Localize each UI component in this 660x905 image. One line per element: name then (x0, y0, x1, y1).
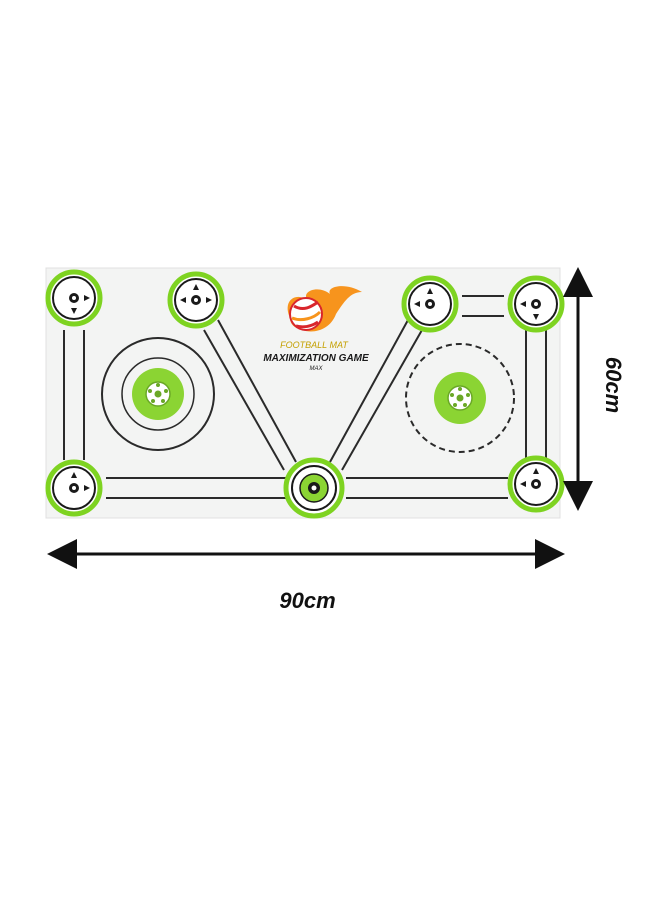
station-bottom-left (45, 459, 103, 517)
logo-subtitle-text: MAX (309, 366, 323, 372)
right-target-ball-icon (447, 385, 473, 411)
station-bottom-center (283, 457, 345, 519)
station-top-center-left (167, 271, 225, 329)
height-dimension-label: 60cm (601, 356, 626, 414)
logo-title-text: MAXIMIZATION GAME (263, 353, 369, 364)
left-target-ring-inner (121, 357, 195, 431)
width-dimension-label: 90cm (279, 588, 336, 613)
station-top-right (507, 275, 565, 333)
track-lines (63, 295, 547, 499)
left-target-ball-icon (145, 381, 171, 407)
station-bottom-right (507, 455, 565, 513)
logo-brand-text: FOOTBALL MAT (280, 340, 349, 350)
station-top-left (45, 269, 103, 327)
left-target-ring (101, 337, 215, 451)
right-target-ring (405, 343, 515, 453)
station-top-center-right (401, 275, 459, 333)
flame-ball-logo (287, 286, 362, 332)
